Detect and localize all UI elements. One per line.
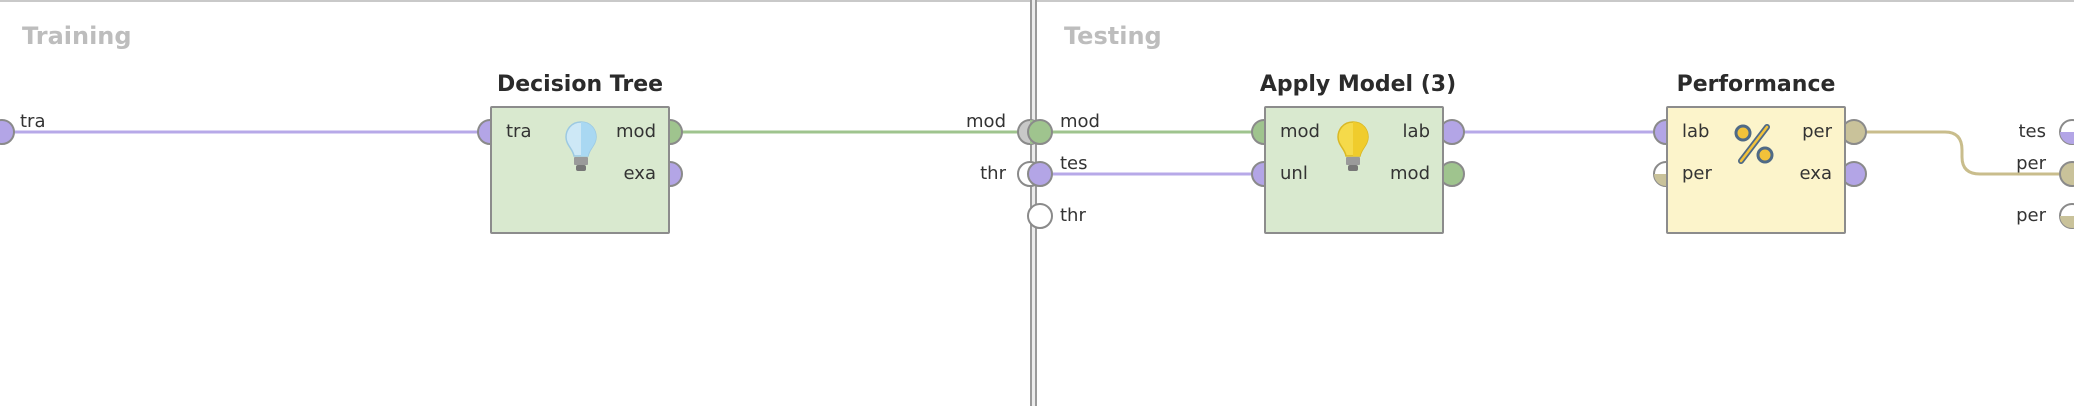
testing-port-label-per-out-2: per	[2016, 205, 2046, 226]
port-testing-in-mod[interactable]	[1027, 119, 1053, 145]
canvas-top-border	[0, 0, 2074, 2]
testing-port-label-tes-out: tes	[2018, 121, 2046, 142]
training-port-label-thr: thr	[980, 163, 1006, 184]
testing-port-label-mod: mod	[1060, 111, 1100, 132]
testing-port-label-tes: tes	[1060, 153, 1088, 174]
performance-port-per-in: per	[1682, 163, 1712, 184]
port-testing-in-tes[interactable]	[1027, 161, 1053, 187]
apply-model-port-lab: lab	[1402, 121, 1430, 142]
port-testing-out-tes-fill	[2060, 132, 2074, 144]
apply-model-port-unl: unl	[1280, 163, 1308, 184]
testing-port-label-thr: thr	[1060, 205, 1086, 226]
port-training-tra[interactable]	[0, 119, 15, 145]
lightbulb-icon	[565, 121, 597, 171]
wire-performance-per[interactable]	[1862, 130, 2066, 176]
decision-tree-title: Decision Tree	[496, 72, 664, 97]
apply-model-port-mod-in: mod	[1280, 121, 1320, 142]
performance-port-per-out: per	[1802, 121, 1832, 142]
training-port-label-mod: mod	[966, 111, 1006, 132]
port-testing-out-per-1[interactable]	[2059, 161, 2074, 187]
training-panel-title: Training	[22, 22, 132, 50]
performance-port-lab: lab	[1682, 121, 1710, 142]
percent-icon	[1734, 124, 1774, 164]
training-port-label-tra: tra	[20, 111, 46, 132]
testing-panel-title: Testing	[1064, 22, 1162, 50]
decision-tree-port-exa: exa	[623, 163, 656, 184]
decision-tree-operator[interactable]: tra mod exa	[490, 106, 670, 234]
lightbulb-icon	[1337, 121, 1369, 171]
apply-model-title: Apply Model (3)	[1259, 72, 1457, 97]
apply-model-operator[interactable]: mod unl lab mod	[1264, 106, 1444, 234]
decision-tree-port-mod: mod	[616, 121, 656, 142]
port-testing-out-per-2-fill	[2060, 216, 2074, 228]
panel-splitter[interactable]	[1030, 0, 1037, 406]
decision-tree-port-tra: tra	[506, 121, 532, 142]
performance-port-exa: exa	[1799, 163, 1832, 184]
apply-model-port-mod-out: mod	[1390, 163, 1430, 184]
testing-port-label-per-out-1: per	[2016, 153, 2046, 174]
performance-title: Performance	[1676, 72, 1836, 97]
port-testing-in-thr[interactable]	[1027, 203, 1053, 229]
performance-operator[interactable]: lab per per exa	[1666, 106, 1846, 234]
